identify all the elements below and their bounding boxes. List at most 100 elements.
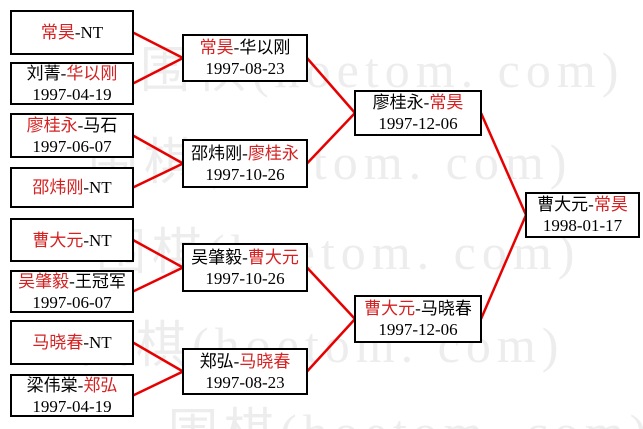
connector-line [479, 112, 528, 216]
player-loser: 曹大元 [537, 195, 589, 214]
match-date: 1997-04-19 [32, 396, 112, 416]
player-separator: - [83, 178, 89, 197]
connector-line [132, 56, 184, 85]
player-loser: 梁伟棠 [26, 375, 78, 395]
player-winner: 马晓春 [239, 351, 291, 371]
player-loser: NT [89, 333, 112, 352]
match-box-round-1-1: 常昊-NT [10, 10, 134, 55]
match-players: 梁伟棠-郑弘 [12, 375, 132, 396]
player-separator: - [60, 63, 67, 83]
match-players: 郑弘-马晓春 [184, 351, 306, 372]
match-players: 邵炜刚-廖桂永 [184, 143, 306, 164]
player-winner: 曹大元 [364, 299, 416, 318]
player-winner: 邵炜刚 [32, 178, 84, 197]
connector-line [132, 238, 184, 269]
player-loser: NT [80, 23, 104, 42]
match-players: 曹大元-常昊 [527, 194, 638, 215]
match-box-round-1-7: 马晓春-NT [10, 320, 134, 365]
player-loser: 马石 [83, 115, 118, 135]
player-winner: 廖桂永 [247, 143, 299, 163]
player-separator: - [69, 271, 75, 291]
match-players: 曹大元-马晓春 [356, 298, 480, 319]
player-winner: 常昊 [429, 93, 464, 112]
connector-line [132, 341, 184, 373]
player-separator: - [233, 351, 240, 371]
player-winner: 马晓春 [32, 333, 84, 352]
match-date: 1997-04-19 [32, 84, 112, 104]
connector-line [132, 266, 184, 293]
player-separator: - [423, 93, 430, 112]
player-separator: - [588, 195, 594, 214]
match-date: 1997-10-26 [205, 268, 285, 288]
player-winner: 常昊 [593, 195, 628, 214]
player-separator: - [77, 115, 84, 135]
player-loser: 吴肇毅 [191, 247, 243, 267]
match-date: 1997-10-26 [205, 164, 285, 184]
player-winner: 郑弘 [83, 375, 118, 395]
player-separator: - [233, 38, 240, 57]
match-players: 刘菁-华以刚 [12, 63, 132, 84]
player-winner: 华以刚 [66, 63, 118, 83]
match-players: 常昊-华以刚 [184, 37, 306, 58]
match-date: 1997-08-23 [205, 372, 285, 392]
player-winner: 曹大元 [247, 247, 299, 267]
player-separator: - [77, 375, 84, 395]
player-loser: 华以刚 [239, 38, 291, 57]
connector-line [132, 31, 184, 60]
player-loser: 马晓春 [420, 299, 472, 318]
match-players: 廖桂永-马石 [12, 115, 132, 136]
match-players: 廖桂永-常昊 [356, 92, 480, 113]
match-box-round-1-4: 邵炜刚-NT [10, 167, 134, 208]
connector-line [132, 370, 184, 397]
player-loser: 王冠军 [74, 271, 126, 291]
connector-line [306, 112, 356, 165]
player-separator: - [242, 247, 248, 267]
player-loser: 郑弘 [199, 351, 234, 371]
connector-line [132, 134, 184, 165]
player-separator: - [83, 333, 89, 352]
player-separator: - [242, 143, 248, 163]
player-winner: 曹大元 [32, 230, 84, 250]
connector-line [132, 162, 184, 189]
match-players: 常昊-NT [12, 22, 132, 43]
watermark-text: 围棋(hoetom. com) [168, 392, 643, 429]
player-winner: 常昊 [40, 23, 75, 42]
match-date: 1997-12-06 [378, 114, 458, 133]
match-box-round-1-5: 曹大元-NT [10, 218, 134, 262]
match-date: 1998-01-17 [542, 216, 623, 235]
match-date: 1997-06-07 [32, 136, 112, 156]
player-separator: - [83, 230, 89, 250]
match-date: 1997-12-06 [378, 320, 458, 339]
connector-line [306, 57, 356, 114]
player-loser: 廖桂永 [372, 93, 424, 112]
player-winner: 廖桂永 [26, 115, 78, 135]
player-loser: NT [89, 230, 112, 250]
player-winner: 常昊 [199, 38, 234, 57]
player-separator: - [74, 23, 81, 42]
match-date: 1997-06-07 [32, 292, 112, 312]
connector-line [306, 266, 356, 320]
player-winner: 吴肇毅 [18, 271, 70, 291]
player-separator: - [415, 299, 421, 318]
match-players: 马晓春-NT [12, 332, 132, 353]
match-players: 吴肇毅-曹大元 [184, 247, 306, 268]
match-players: 曹大元-NT [12, 230, 132, 251]
player-loser: 刘菁 [26, 63, 61, 83]
connector-line [306, 318, 356, 373]
match-players: 吴肇毅-王冠军 [12, 271, 132, 292]
match-players: 邵炜刚-NT [12, 177, 132, 198]
player-loser: NT [89, 178, 112, 197]
connector-line [479, 214, 528, 320]
